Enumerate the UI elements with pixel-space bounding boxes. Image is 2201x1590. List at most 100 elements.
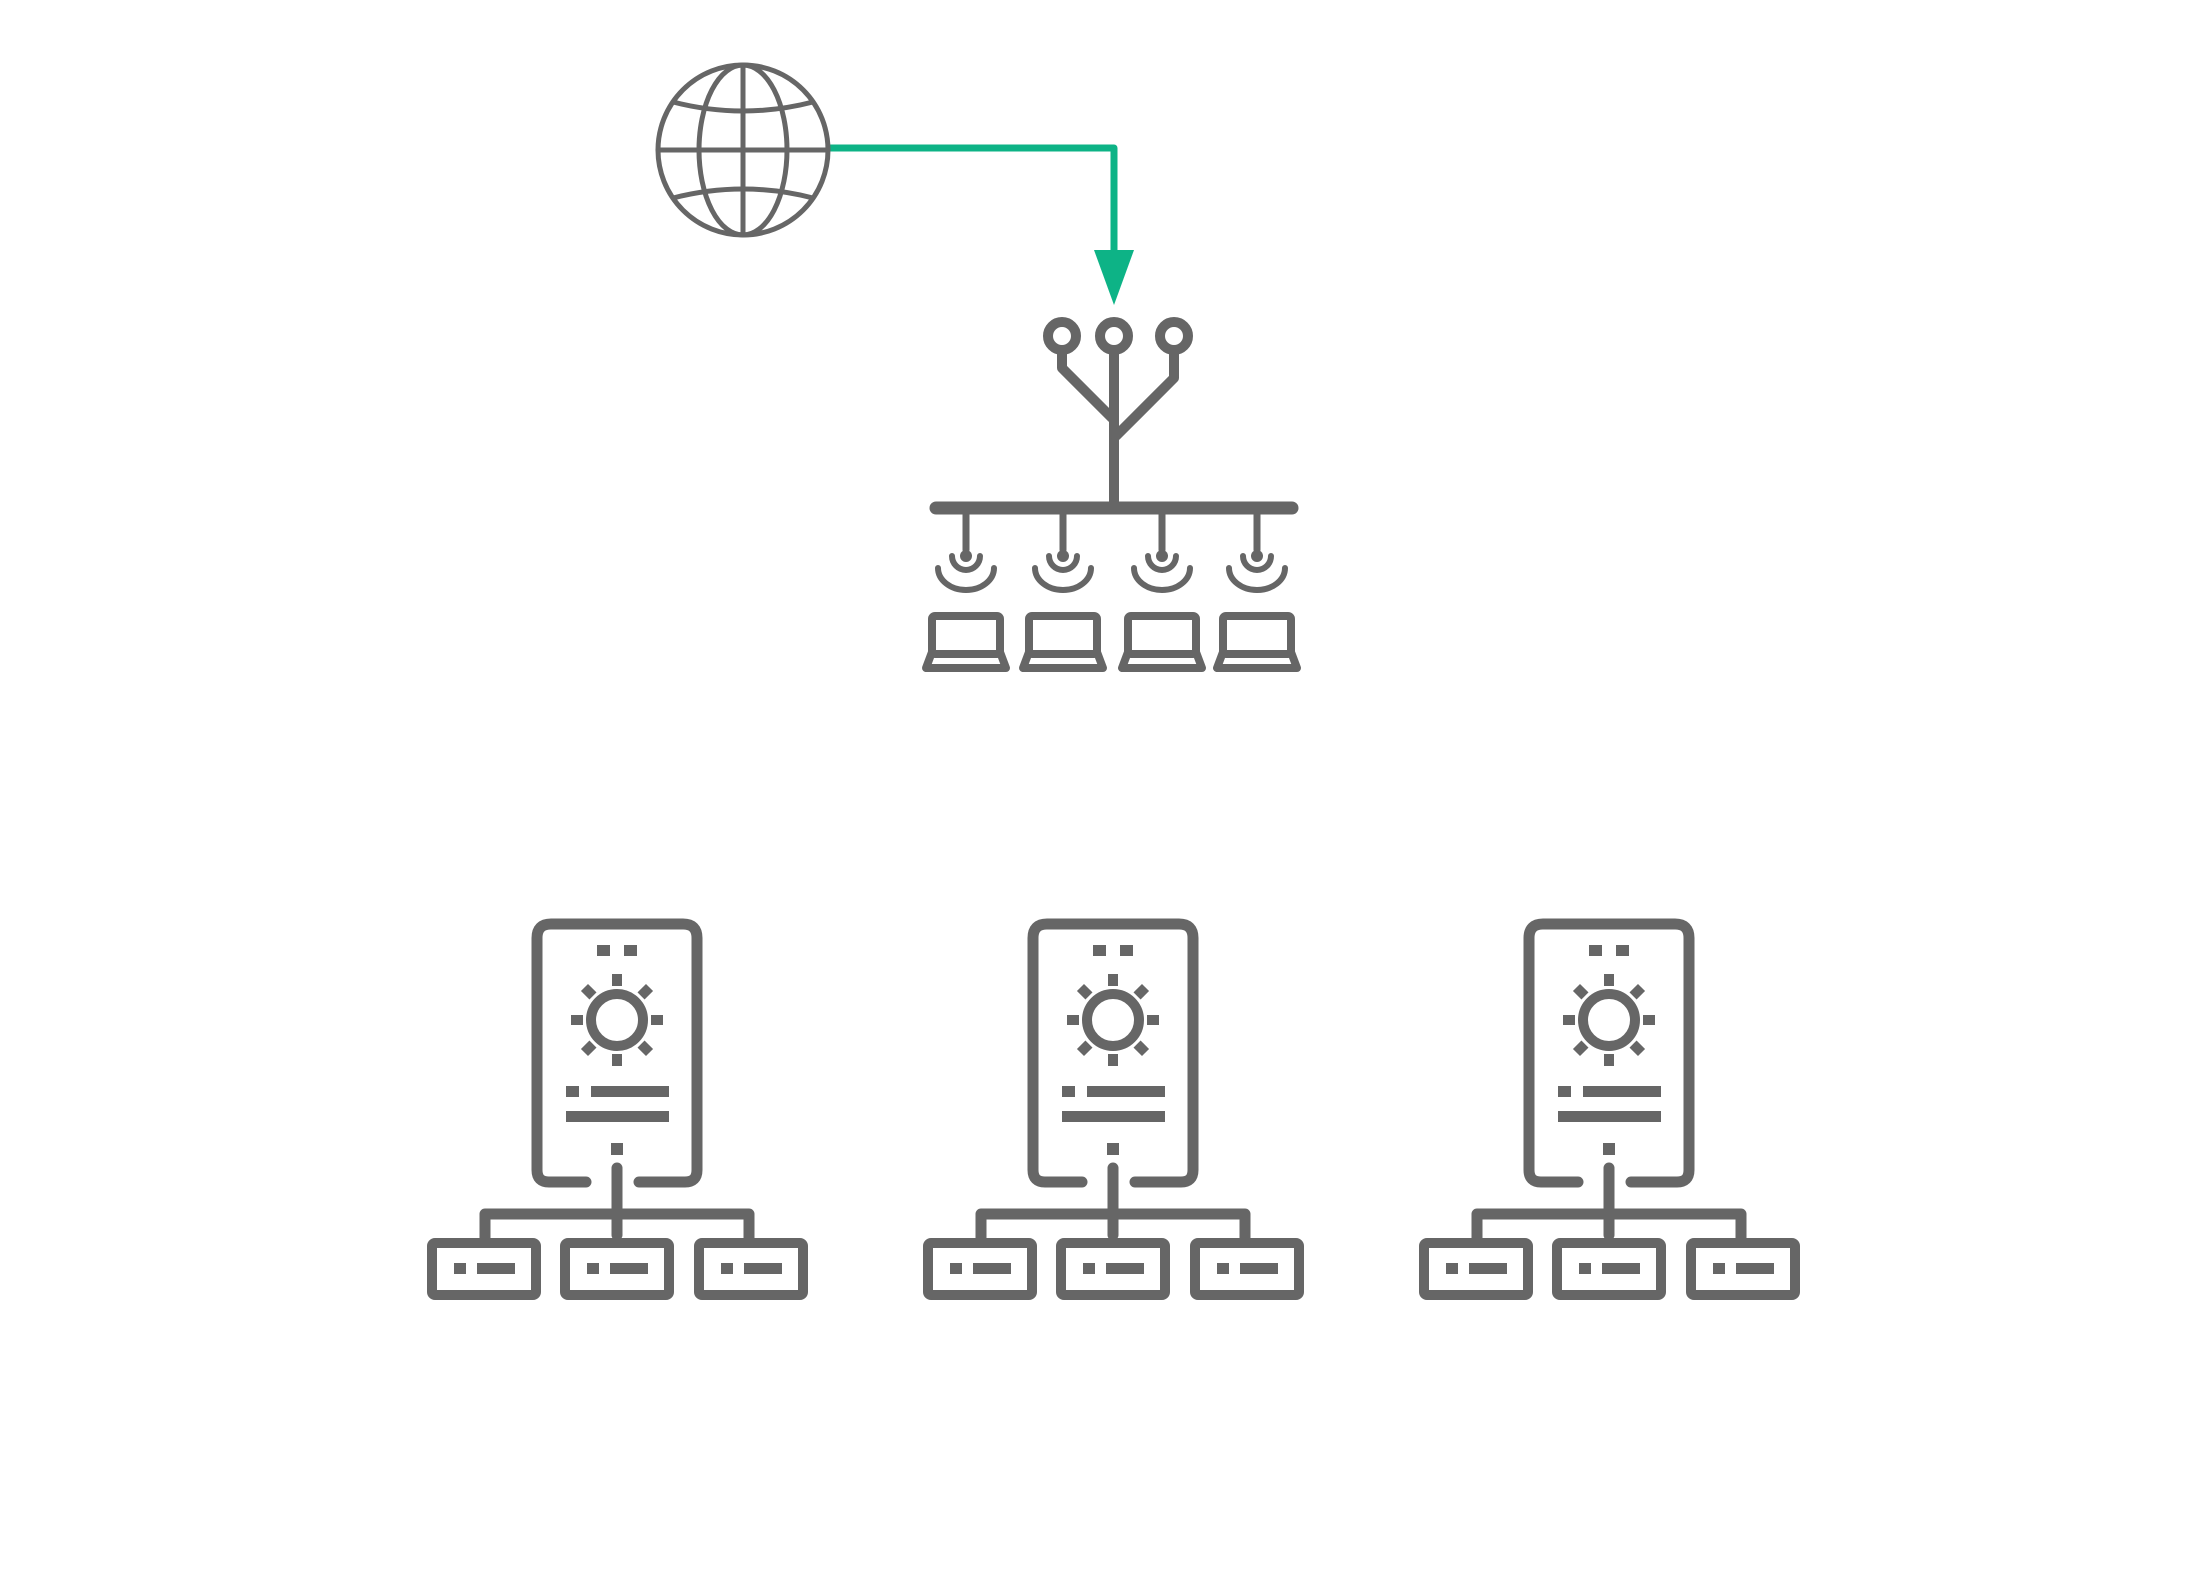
host-box (1419, 1238, 1533, 1300)
server-cluster-icon (427, 918, 808, 1300)
gear-tooth (1108, 1054, 1118, 1066)
host-box (1686, 1238, 1800, 1300)
host-box (427, 1238, 541, 1300)
wifi-arc (1226, 565, 1288, 593)
gear-tooth (1067, 1015, 1079, 1025)
server-cluster-icon (923, 918, 1304, 1300)
gear-tooth (651, 1015, 663, 1025)
laptop-base (1019, 648, 1107, 672)
host-led (1713, 1263, 1725, 1274)
gear-tooth (1629, 1040, 1646, 1057)
globe-icon (655, 62, 831, 238)
host-led (587, 1263, 599, 1274)
wifi-dot (960, 550, 972, 562)
host-frame (560, 1238, 674, 1300)
host-box (694, 1238, 808, 1300)
gear-tooth (571, 1015, 583, 1025)
laptop-client (1118, 510, 1206, 672)
gear-tooth (1572, 1040, 1589, 1057)
gear-hub (600, 1003, 634, 1037)
laptop-screen (1124, 612, 1200, 658)
host-slot (1736, 1263, 1774, 1274)
host-box (1190, 1238, 1304, 1300)
status-light (1093, 945, 1106, 956)
branch-bus (1471, 1208, 1747, 1248)
wifi-arc (949, 553, 983, 573)
gear-tooth (1133, 1040, 1150, 1057)
host-frame (1419, 1238, 1533, 1300)
wifi-arc (935, 565, 997, 593)
host-frame (923, 1238, 1037, 1300)
server-cluster-icon (1419, 918, 1800, 1300)
host-frame (1552, 1238, 1666, 1300)
connector-line (830, 144, 1118, 252)
gear-tooth (637, 983, 654, 1000)
gear-ring (1082, 989, 1144, 1051)
laptop-base (922, 648, 1010, 672)
link-dot (611, 1143, 623, 1155)
host-box (1552, 1238, 1666, 1300)
gear-icon (1067, 974, 1159, 1066)
wifi-arc (1032, 565, 1094, 593)
host-slot (610, 1263, 648, 1274)
text-line (566, 1111, 669, 1122)
status-light (1120, 945, 1133, 956)
host-slot (1106, 1263, 1144, 1274)
gear-tooth (1076, 1040, 1093, 1057)
server-tower (1523, 918, 1695, 1188)
text-bullet (566, 1086, 579, 1097)
host-led (1217, 1263, 1229, 1274)
gear-tooth (1572, 983, 1589, 1000)
laptop-base (1118, 648, 1206, 672)
gear-hub (1096, 1003, 1130, 1037)
laptop-client (1019, 510, 1107, 672)
connector-arrowhead (1094, 250, 1134, 305)
host-led (950, 1263, 962, 1274)
host-slot (1602, 1263, 1640, 1274)
host-frame (1686, 1238, 1800, 1300)
host-led (454, 1263, 466, 1274)
wifi-arc (1046, 553, 1080, 573)
host-frame (427, 1238, 541, 1300)
host-frame (694, 1238, 808, 1300)
gear-ring (586, 989, 648, 1051)
host-slot (477, 1263, 515, 1274)
gear-icon (571, 974, 663, 1066)
host-led (721, 1263, 733, 1274)
gear-tooth (1629, 983, 1646, 1000)
laptop-base (1213, 648, 1301, 672)
gear-tooth (1604, 1054, 1614, 1066)
wifi-arc (1131, 565, 1193, 593)
gear-tooth (580, 1040, 597, 1057)
laptop-screen (1025, 612, 1101, 658)
text-line (1062, 1111, 1165, 1122)
gear-tooth (1133, 983, 1150, 1000)
status-light (597, 945, 610, 956)
host-slot (744, 1263, 782, 1274)
text-line (591, 1086, 669, 1097)
gear-tooth (1147, 1015, 1159, 1025)
status-light (1589, 945, 1602, 956)
gear-tooth (1108, 974, 1118, 986)
gear-tooth (612, 1054, 622, 1066)
text-line (1558, 1111, 1661, 1122)
text-line (1583, 1086, 1661, 1097)
laptop-client (1213, 510, 1301, 672)
gear-icon (1563, 974, 1655, 1066)
status-light (1616, 945, 1629, 956)
edge-internet-to-network (830, 144, 1134, 305)
text-bullet (1062, 1086, 1075, 1097)
wifi-dot (1251, 550, 1263, 562)
laptop-screen (928, 612, 1004, 658)
host-led (1083, 1263, 1095, 1274)
link-dot (1107, 1143, 1119, 1155)
wifi-dot (1057, 550, 1069, 562)
branch-bus (975, 1208, 1251, 1248)
host-slot (1240, 1263, 1278, 1274)
gear-tooth (1604, 974, 1614, 986)
branch-bus (479, 1208, 755, 1248)
link-dot (1603, 1143, 1615, 1155)
host-box (1056, 1238, 1170, 1300)
gear-tooth (1643, 1015, 1655, 1025)
